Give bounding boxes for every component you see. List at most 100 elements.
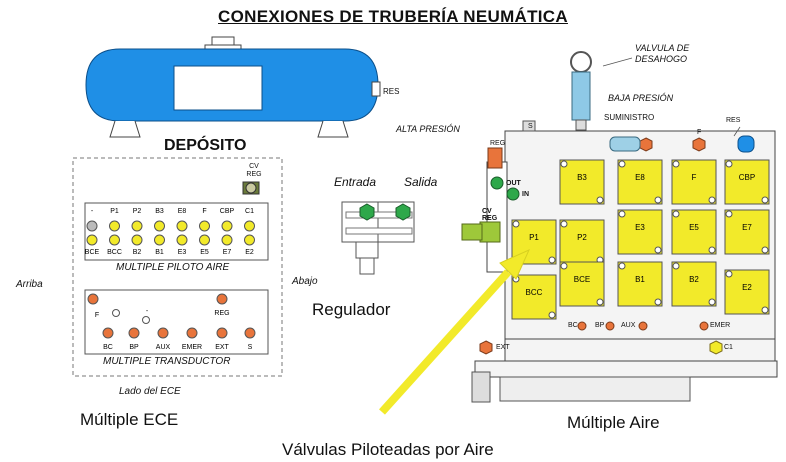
ece-cv-reg-fitting bbox=[242, 181, 260, 195]
low-pressure-label: BAJA PRESIÓN bbox=[608, 93, 674, 103]
trans-port bbox=[102, 327, 114, 339]
bolt bbox=[618, 210, 626, 218]
transducer-manifold-title: MULTIPLE TRANSDUCTOR bbox=[103, 356, 231, 367]
pilot-port bbox=[154, 234, 165, 246]
trans-port-f bbox=[87, 293, 99, 305]
pilot-top-label: P1 bbox=[110, 208, 119, 215]
abajo-label: Abajo bbox=[292, 276, 318, 287]
regulator-body bbox=[341, 201, 415, 275]
valve-block-label: P2 bbox=[577, 233, 587, 242]
bolt bbox=[596, 298, 604, 306]
air-port-bc: BC bbox=[568, 322, 578, 329]
trans-port bbox=[142, 316, 150, 324]
trans-bottom-label: BC bbox=[103, 344, 113, 351]
valve-block-label: BCC bbox=[526, 288, 543, 297]
valve-block-label: E8 bbox=[635, 173, 645, 182]
pilot-top-label: C1 bbox=[245, 208, 254, 215]
pilot-bottom-label: E5 bbox=[200, 249, 209, 256]
trans-port bbox=[128, 327, 140, 339]
trans-top-label: - bbox=[146, 308, 149, 315]
trans-port bbox=[186, 327, 198, 339]
trans-bottom-label: BP bbox=[129, 344, 139, 351]
valve-block bbox=[724, 209, 770, 255]
pilot-port bbox=[131, 220, 143, 232]
pilot-bottom-label: E3 bbox=[178, 249, 187, 256]
bolt bbox=[596, 196, 604, 204]
trans-port bbox=[216, 327, 228, 339]
air-port-c1: C1 bbox=[724, 344, 733, 351]
bolt bbox=[725, 160, 733, 168]
pilot-port bbox=[244, 234, 255, 246]
pilot-bottom-label: BCE bbox=[85, 249, 100, 256]
pilot-port bbox=[131, 234, 143, 246]
air-port-ext: EXT bbox=[496, 344, 510, 351]
air-port-emer: EMER bbox=[710, 322, 731, 329]
pilot-port bbox=[176, 220, 188, 232]
pilot-port bbox=[86, 234, 98, 246]
tank-deposito bbox=[85, 36, 381, 138]
air-port-bp: BP bbox=[595, 322, 605, 329]
bolt bbox=[672, 160, 680, 168]
high-pressure-label: ALTA PRESIÓN bbox=[396, 124, 460, 134]
trans-bottom-label: S bbox=[248, 344, 253, 351]
valve-block-label: E2 bbox=[742, 283, 752, 292]
ece-name: Múltiple ECE bbox=[80, 410, 179, 429]
bolt bbox=[560, 262, 568, 270]
arriba-label: Arriba bbox=[16, 279, 43, 290]
ece-cv-reg-label: CV REG bbox=[246, 163, 262, 178]
ece-dashed-border bbox=[72, 157, 283, 377]
pilot-port bbox=[199, 220, 210, 232]
valve-block bbox=[724, 159, 770, 205]
pilot-top-label: CBP bbox=[220, 208, 235, 215]
air-cv-reg-label: CV REG bbox=[482, 208, 498, 222]
regulator-salida: Salida bbox=[404, 175, 438, 189]
valve-block bbox=[671, 209, 717, 255]
trans-bottom-label: AUX bbox=[156, 344, 171, 351]
regulator-inlet-fitting bbox=[359, 203, 375, 221]
valve-block bbox=[671, 261, 717, 307]
air-s-label: S bbox=[528, 123, 533, 130]
pilot-port bbox=[176, 234, 188, 246]
tank-label: DEPÓSITO bbox=[164, 137, 247, 154]
valve-block-label: P1 bbox=[529, 233, 539, 242]
pilot-port bbox=[221, 220, 233, 232]
trans-port-reg bbox=[216, 293, 228, 305]
trans-top-label: F bbox=[95, 312, 99, 319]
valve-block-label: E7 bbox=[742, 223, 752, 232]
valve-block-label: E5 bbox=[689, 223, 699, 232]
valve-block bbox=[617, 209, 663, 255]
bolt bbox=[708, 196, 716, 204]
air-reg-label: REG bbox=[490, 140, 506, 147]
valve-block bbox=[617, 261, 663, 307]
valve-block bbox=[559, 159, 605, 205]
trans-port bbox=[112, 309, 120, 317]
pilot-port bbox=[244, 220, 255, 232]
valve-block-label: E3 bbox=[635, 223, 645, 232]
bolt bbox=[725, 270, 733, 278]
bolt bbox=[560, 160, 568, 168]
pilot-port bbox=[199, 234, 210, 246]
valve-block bbox=[559, 261, 605, 307]
air-in-label: IN bbox=[522, 191, 529, 198]
arrow-caption: Válvulas Piloteadas por Aire bbox=[282, 440, 494, 459]
regulator-name: Regulador bbox=[312, 300, 391, 319]
supply-label: SUMINISTRO bbox=[604, 113, 655, 122]
valve-block-label: CBP bbox=[739, 173, 755, 182]
pilot-top-label: F bbox=[202, 208, 206, 215]
bolt bbox=[761, 306, 769, 314]
pilot-port bbox=[109, 234, 120, 246]
bolt bbox=[708, 246, 716, 254]
bolt bbox=[761, 196, 769, 204]
bolt bbox=[618, 262, 626, 270]
valve-block bbox=[511, 274, 557, 320]
air-port-aux: AUX bbox=[621, 322, 636, 329]
valve-block-label: F bbox=[692, 173, 697, 182]
valve-block-label: B2 bbox=[689, 275, 699, 284]
valve-block-label: B3 bbox=[577, 173, 587, 182]
pilot-bottom-label: E2 bbox=[245, 249, 254, 256]
